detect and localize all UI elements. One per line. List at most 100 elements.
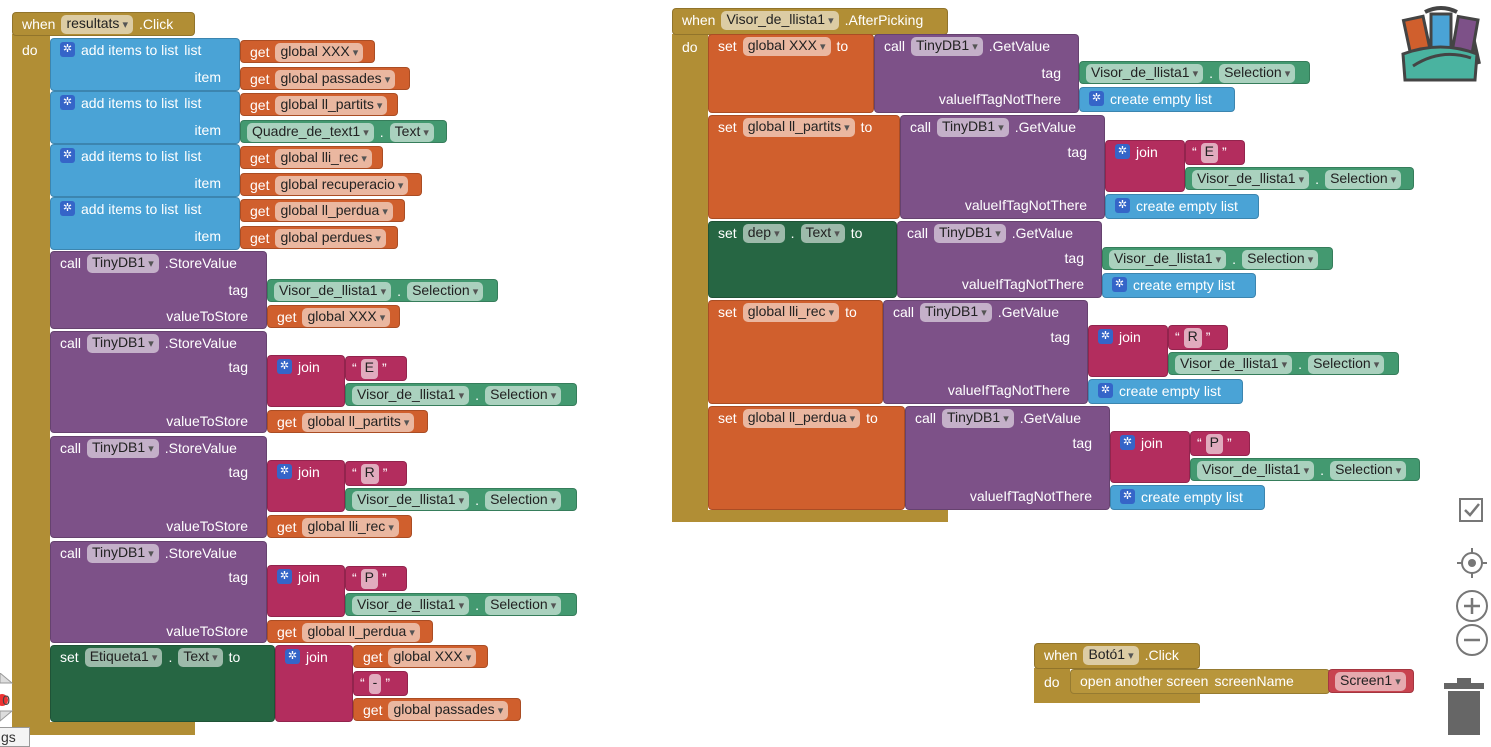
dropdown-field[interactable]: Quadre_de_text1	[247, 123, 374, 142]
dropdown-field[interactable]: global lli_rec	[742, 303, 840, 322]
gear-icon[interactable]: ✲	[1120, 435, 1135, 450]
dropdown-field[interactable]: Selection	[485, 491, 562, 510]
text-block[interactable]: “-”	[353, 671, 408, 696]
zoom-out-icon[interactable]	[1455, 623, 1489, 660]
dropdown-field[interactable]: global XXX	[388, 648, 477, 667]
screen-name-text-block[interactable]: Screen1	[1328, 669, 1414, 693]
dropdown-field[interactable]: TinyDB1	[934, 224, 1006, 243]
backpack-icon[interactable]	[1395, 4, 1487, 87]
dropdown-field[interactable]: Visor_de_llista1	[1197, 461, 1315, 480]
gear-icon[interactable]: ✲	[1112, 277, 1127, 292]
target-icon[interactable]	[1456, 547, 1488, 582]
dropdown-field[interactable]: TinyDB1	[942, 409, 1014, 428]
gear-icon[interactable]: ✲	[1115, 198, 1130, 213]
create-empty-list-block[interactable]: ✲create empty list	[1088, 379, 1243, 404]
dropdown-field[interactable]: Visor_de_llista1	[721, 11, 839, 30]
dropdown-field[interactable]: Visor_de_llista1	[352, 386, 470, 405]
dropdown-field[interactable]: Screen1	[1335, 672, 1406, 691]
gear-icon[interactable]: ✲	[1098, 383, 1113, 398]
component-getter-block[interactable]: Visor_de_llista1.Selection	[1102, 247, 1333, 270]
string-value[interactable]: R	[1183, 328, 1202, 348]
dropdown-field[interactable]: Selection	[1330, 461, 1407, 480]
dropdown-field[interactable]: Visor_de_llista1	[352, 491, 470, 510]
component-getter-block[interactable]: Visor_de_llista1.Selection	[267, 279, 498, 302]
dropdown-field[interactable]: Etiqueta1	[84, 648, 163, 667]
dropdown-field[interactable]: Botó1	[1083, 646, 1139, 665]
warning-indicator[interactable]	[0, 672, 14, 732]
gear-icon[interactable]: ✲	[60, 201, 75, 216]
dropdown-field[interactable]: Selection	[407, 282, 484, 301]
component-getter-block[interactable]: Quadre_de_text1.Text	[240, 120, 447, 143]
dropdown-field[interactable]: Visor_de_llista1	[1192, 170, 1310, 189]
join-block[interactable]: ✲join	[267, 565, 345, 617]
gear-icon[interactable]: ✲	[1115, 144, 1130, 159]
dropdown-field[interactable]: Visor_de_llista1	[1175, 355, 1293, 374]
dropdown-field[interactable]: TinyDB1	[87, 334, 159, 353]
dropdown-field[interactable]: global ll_partits	[275, 96, 388, 115]
join-block[interactable]: ✲join	[275, 645, 353, 722]
dropdown-field[interactable]: Selection	[1308, 355, 1385, 374]
dropdown-field[interactable]: TinyDB1	[87, 544, 159, 563]
join-block[interactable]: ✲join	[267, 355, 345, 407]
show-warnings-button[interactable]: gs	[0, 727, 30, 747]
create-empty-list-block[interactable]: ✲create empty list	[1079, 87, 1235, 112]
dropdown-field[interactable]: global XXX	[275, 43, 364, 62]
dropdown-field[interactable]: Selection	[485, 386, 562, 405]
dropdown-field[interactable]: TinyDB1	[937, 118, 1009, 137]
component-getter-block[interactable]: Visor_de_llista1.Selection	[1190, 458, 1420, 481]
dropdown-field[interactable]: Selection	[1325, 170, 1402, 189]
dropdown-field[interactable]: global XXX	[742, 37, 831, 56]
dropdown-field[interactable]: Visor_de_llista1	[1086, 64, 1204, 83]
dropdown-field[interactable]: TinyDB1	[87, 254, 159, 273]
text-block[interactable]: “R”	[1168, 325, 1228, 350]
dropdown-field[interactable]: TinyDB1	[920, 303, 992, 322]
text-block[interactable]: “P”	[345, 566, 407, 591]
text-block[interactable]: “R”	[345, 461, 407, 486]
checklist-icon[interactable]	[1457, 496, 1487, 529]
component-getter-block[interactable]: Visor_de_llista1.Selection	[345, 488, 577, 511]
dropdown-field[interactable]: Text	[178, 648, 223, 667]
dropdown-field[interactable]: Selection	[1242, 250, 1319, 269]
dropdown-field[interactable]: TinyDB1	[911, 37, 983, 56]
create-empty-list-block[interactable]: ✲create empty list	[1102, 273, 1256, 298]
dropdown-field[interactable]: global recuperacio	[275, 176, 409, 195]
gear-icon[interactable]: ✲	[285, 649, 300, 664]
join-block[interactable]: ✲join	[1088, 325, 1168, 377]
dropdown-field[interactable]: global passades	[275, 70, 396, 89]
string-value[interactable]: R	[360, 464, 379, 484]
string-value[interactable]: P	[360, 569, 379, 589]
string-value[interactable]: E	[360, 359, 379, 379]
trash-icon[interactable]	[1442, 677, 1486, 740]
dropdown-field[interactable]: resultats	[61, 15, 133, 34]
gear-icon[interactable]: ✲	[60, 148, 75, 163]
dropdown-field[interactable]: global passades	[388, 701, 509, 720]
text-block[interactable]: “P”	[1190, 431, 1250, 456]
gear-icon[interactable]: ✲	[277, 359, 292, 374]
dropdown-field[interactable]: global lli_rec	[302, 518, 399, 537]
